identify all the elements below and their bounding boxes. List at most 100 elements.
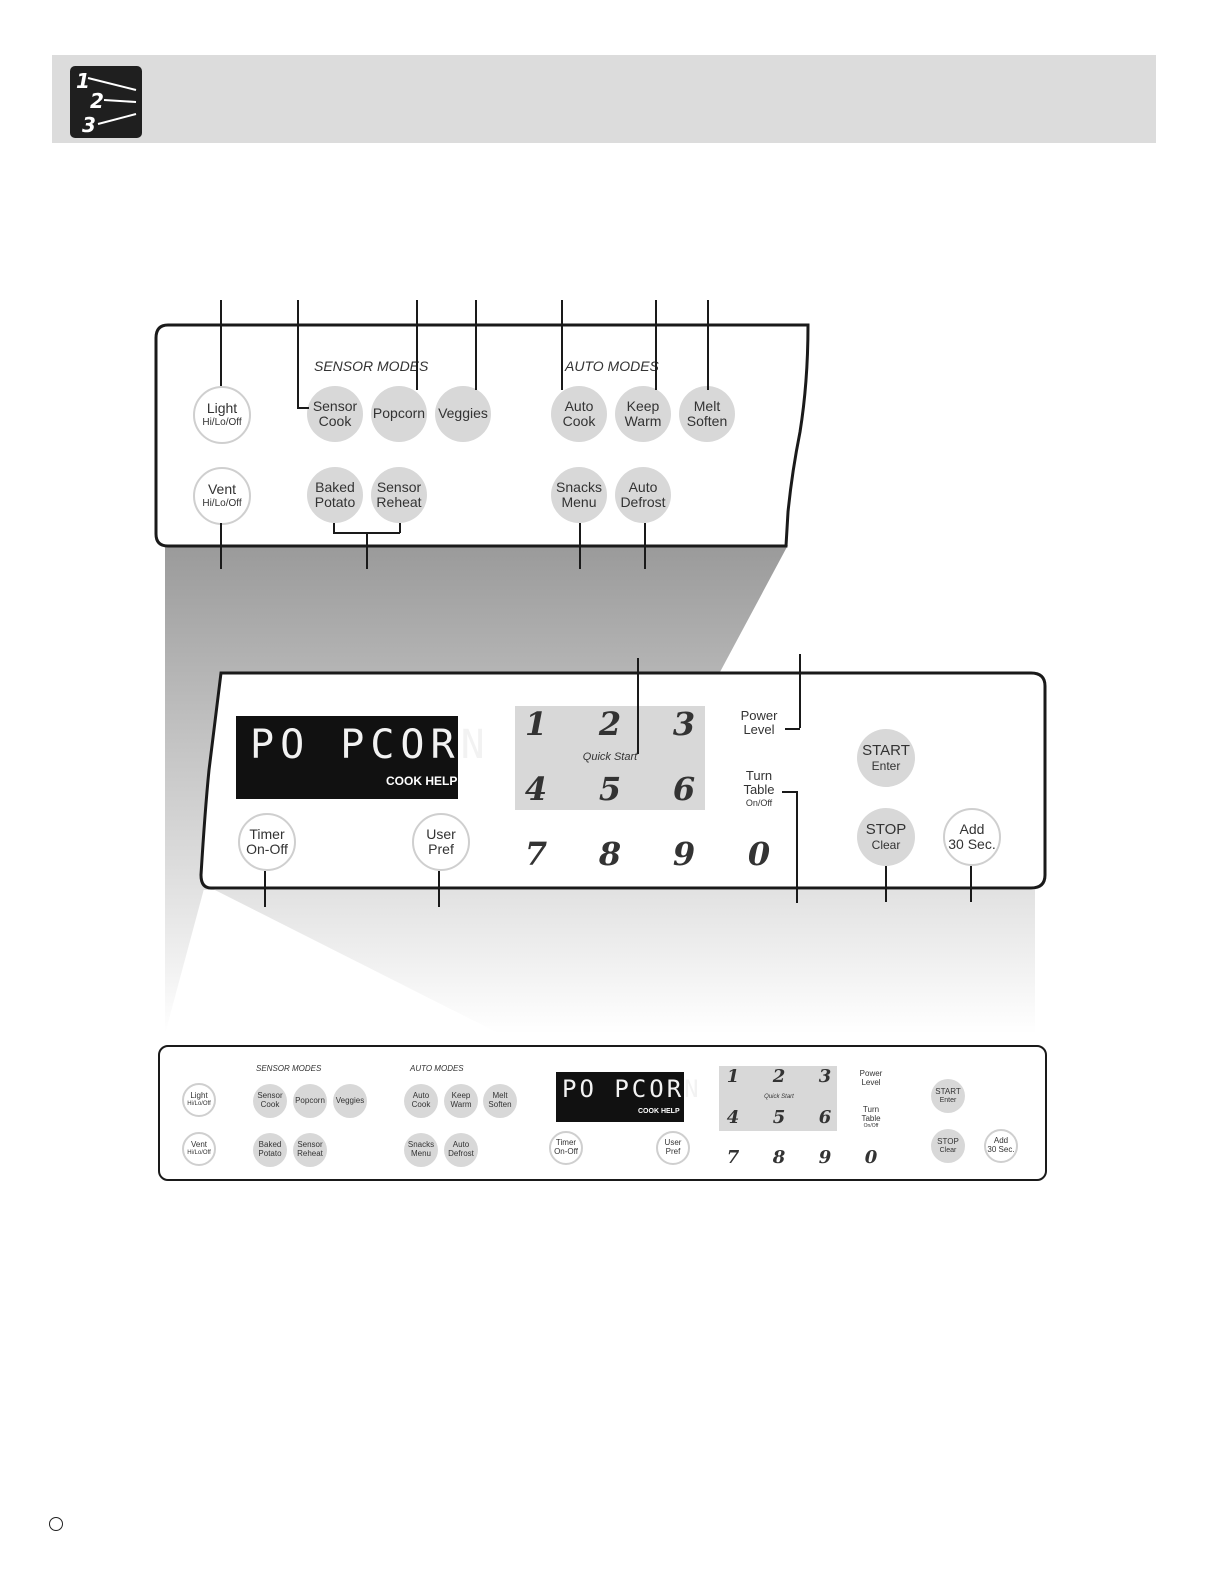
start-enter-button[interactable]: START Enter — [857, 729, 915, 787]
digit-2-small[interactable]: 2 — [772, 1066, 786, 1087]
callout-line — [333, 523, 335, 533]
callout-line — [799, 654, 801, 728]
quick-start-label: Quick Start — [582, 751, 638, 763]
sensor-modes-label-small: SENSOR MODES — [256, 1064, 322, 1073]
section-header-bar — [52, 55, 1156, 143]
timer-on-off-button[interactable]: Timer On-Off — [238, 813, 296, 871]
melt-soften-button-small[interactable]: Melt Soften — [483, 1084, 517, 1118]
lcd-display-small: PO PCORN COOK HELP — [556, 1072, 699, 1122]
auto-modes-label: AUTO MODES — [565, 358, 659, 374]
auto-defrost-button[interactable]: Auto Defrost — [615, 467, 671, 523]
veggies-button[interactable]: Veggies — [435, 386, 491, 442]
quick-start-pad-small — [719, 1066, 837, 1131]
middle-panel: PO PCORN COOK HELP 1 2 3 Quick Start 4 5… — [199, 654, 1047, 907]
vent-button[interactable]: Vent Hi/Lo/Off — [193, 467, 251, 525]
digit-5-button[interactable]: 5 — [598, 770, 622, 808]
callout-line — [220, 300, 222, 386]
stop-button-small[interactable]: STOP Clear — [931, 1129, 965, 1163]
cook-help-indicator: COOK HELP — [386, 774, 458, 788]
callout-line — [561, 300, 563, 390]
user-pref-button[interactable]: User Pref — [412, 813, 470, 871]
svg-text:1: 1 — [76, 69, 90, 93]
digit-8-small[interactable]: 8 — [772, 1147, 786, 1168]
callout-line — [707, 300, 709, 390]
numbered-steps-icon: 1 2 3 — [70, 66, 142, 138]
digit-0-small[interactable]: 0 — [864, 1147, 878, 1168]
callout-line — [438, 871, 440, 907]
callout-line — [297, 300, 299, 408]
callout-line — [970, 866, 972, 902]
digit-1-small[interactable]: 1 — [726, 1066, 740, 1087]
sensor-reheat-button[interactable]: Sensor Reheat — [371, 467, 427, 523]
callout-line — [885, 866, 887, 902]
digit-3-small[interactable]: 3 — [818, 1066, 832, 1087]
turn-table-button-small[interactable]: Turn Table On/Off — [861, 1105, 881, 1129]
baked-potato-button[interactable]: Baked Potato — [307, 467, 363, 523]
popcorn-button[interactable]: Popcorn — [371, 386, 427, 442]
callout-line — [416, 300, 418, 390]
snacks-menu-button-small[interactable]: Snacks Menu — [404, 1133, 438, 1167]
digit-5-small[interactable]: 5 — [772, 1107, 786, 1128]
sensor-modes-label: SENSOR MODES — [314, 358, 429, 374]
sensor-cook-button[interactable]: Sensor Cook — [307, 386, 363, 442]
stop-clear-button[interactable]: STOP Clear — [857, 808, 915, 866]
cook-help-indicator-small: COOK HELP — [638, 1108, 680, 1115]
quick-start-pad — [515, 706, 705, 810]
light-button[interactable]: Light Hi/Lo/Off — [193, 386, 251, 444]
melt-soften-button[interactable]: Melt Soften — [679, 386, 735, 442]
timer-button-small[interactable]: Timer On-Off — [549, 1131, 583, 1165]
digit-7-small[interactable]: 7 — [726, 1147, 740, 1168]
sensor-reheat-button-small[interactable]: Sensor Reheat — [293, 1133, 327, 1167]
callout-line — [220, 523, 222, 569]
digit-7-button[interactable]: 7 — [524, 835, 548, 873]
light-button-small[interactable]: Light Hi/Lo/Off — [182, 1083, 216, 1117]
digit-4-small[interactable]: 4 — [726, 1107, 740, 1128]
callout-line — [644, 523, 646, 569]
callout-line — [637, 658, 639, 754]
start-button-small[interactable]: START Enter — [931, 1079, 965, 1113]
power-level-button-small[interactable]: Power Level — [859, 1069, 883, 1087]
turn-table-button[interactable]: Turn Table On/Off — [743, 768, 775, 809]
callout-line — [782, 791, 797, 793]
user-pref-button-small[interactable]: User Pref — [656, 1131, 690, 1165]
digit-6-button[interactable]: 6 — [672, 770, 696, 808]
digit-8-button[interactable]: 8 — [598, 835, 622, 873]
digit-0-button[interactable]: 0 — [747, 835, 771, 873]
sensor-cook-button-small[interactable]: Sensor Cook — [253, 1084, 287, 1118]
svg-text:3: 3 — [82, 113, 96, 137]
auto-cook-button[interactable]: Auto Cook — [551, 386, 607, 442]
top-panel: SENSOR MODES AUTO MODES Light Hi/Lo/Off … — [0, 0, 1224, 600]
digit-3-button[interactable]: 3 — [672, 705, 696, 743]
add-30-sec-button-small[interactable]: Add 30 Sec. — [984, 1129, 1018, 1163]
quick-start-label-small: Quick Start — [764, 1094, 794, 1100]
callout-line — [475, 300, 477, 390]
auto-defrost-button-small[interactable]: Auto Defrost — [444, 1133, 478, 1167]
digit-9-small[interactable]: 9 — [818, 1147, 832, 1168]
popcorn-button-small[interactable]: Popcorn — [293, 1084, 327, 1118]
display-text-small: PO PCORN — [562, 1075, 702, 1103]
callout-line — [579, 523, 581, 569]
keep-warm-button-small[interactable]: Keep Warm — [444, 1084, 478, 1118]
keep-warm-button[interactable]: Keep Warm — [615, 386, 671, 442]
digit-2-button[interactable]: 2 — [598, 705, 622, 743]
baked-potato-button-small[interactable]: Baked Potato — [253, 1133, 287, 1167]
veggies-button-small[interactable]: Veggies — [333, 1084, 367, 1118]
auto-modes-label-small: AUTO MODES — [410, 1064, 464, 1073]
snacks-menu-button[interactable]: Snacks Menu — [551, 467, 607, 523]
digit-1-button[interactable]: 1 — [524, 705, 548, 743]
power-level-button[interactable]: Power Level — [740, 708, 778, 737]
page-marker-icon — [49, 1517, 63, 1531]
callout-line — [297, 407, 309, 409]
add-30-sec-button[interactable]: Add 30 Sec. — [943, 808, 1001, 866]
svg-text:2: 2 — [90, 89, 104, 113]
display-text: PO PCORN — [250, 722, 491, 768]
digit-6-small[interactable]: 6 — [818, 1107, 832, 1128]
callout-line — [796, 791, 798, 903]
auto-cook-button-small[interactable]: Auto Cook — [404, 1084, 438, 1118]
callout-line — [399, 523, 401, 533]
callout-line — [264, 871, 266, 907]
vent-button-small[interactable]: Vent Hi/Lo/Off — [182, 1132, 216, 1166]
digit-9-button[interactable]: 9 — [672, 835, 696, 873]
digit-4-button[interactable]: 4 — [524, 770, 548, 808]
